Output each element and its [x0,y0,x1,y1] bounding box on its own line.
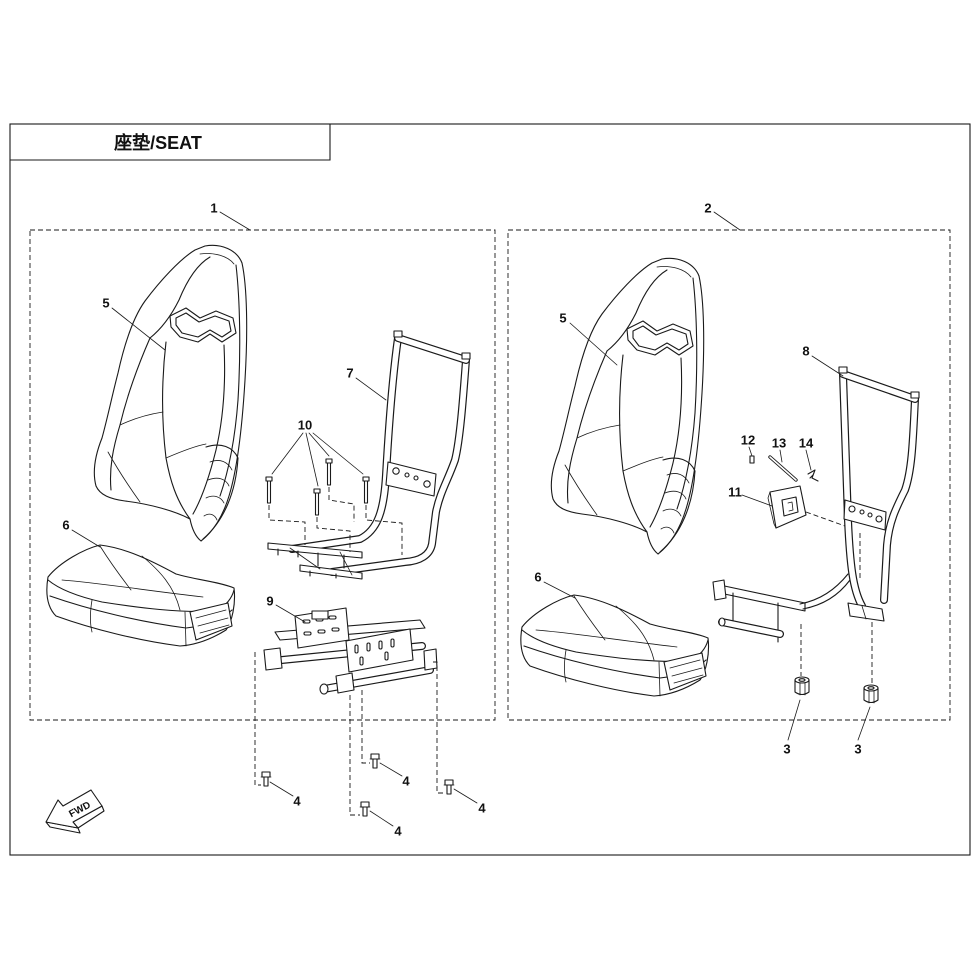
sheet-frame [9,123,971,856]
clip-14 [807,469,819,482]
callout-2: 2 [704,201,711,216]
bolt-4-a [260,771,272,787]
bolt-4-c [359,801,371,817]
callout-12: 12 [741,433,755,448]
fwd-arrow-icon: FWD [45,789,105,834]
callout-7: 7 [346,366,353,381]
assembly-box-left [29,229,496,721]
callout-6-left: 6 [62,518,69,533]
callout-1: 1 [210,201,217,216]
pin-12 [749,455,755,464]
seat-frame-right [712,366,920,643]
callout-4-c: 4 [394,824,402,839]
bracket-install-guides [800,511,873,684]
callout-8: 8 [802,344,809,359]
callouts: 1 2 5 6 7 10 9 4 4 4 4 5 6 8 12 13 14 11… [62,201,861,839]
bolt-install-guides [268,487,403,555]
seat-cushion-right [520,594,710,697]
callout-5-right: 5 [559,311,566,326]
callout-10: 10 [298,418,312,433]
callout-3-right: 3 [854,742,861,757]
callout-4-b: 4 [402,774,410,789]
callout-14: 14 [799,436,814,451]
assembly-box-right [507,229,951,721]
rail-install-guides [254,652,444,816]
callout-11: 11 [728,485,742,500]
nut-3-right [863,684,879,704]
seat-frame-left [267,330,471,580]
callout-4-d: 4 [478,801,486,816]
seat-back-left [93,244,248,542]
bolt-4-b [369,753,381,769]
callout-9: 9 [266,594,273,609]
rod-13 [768,455,798,482]
seat-cushion-left [46,544,236,647]
callout-3-left: 3 [783,742,790,757]
nut-3-left [794,676,810,696]
bolt-4-d [443,779,455,795]
callout-4-a: 4 [293,794,301,809]
leader-lines [71,211,871,827]
seat-rail-assembly [263,607,438,695]
callout-5-left: 5 [102,296,109,311]
callout-13: 13 [772,436,786,451]
callout-6-right: 6 [534,570,541,585]
page-title: 座垫/SEAT [114,132,202,153]
mounting-bracket [767,485,807,529]
seat-back-right [550,257,705,555]
